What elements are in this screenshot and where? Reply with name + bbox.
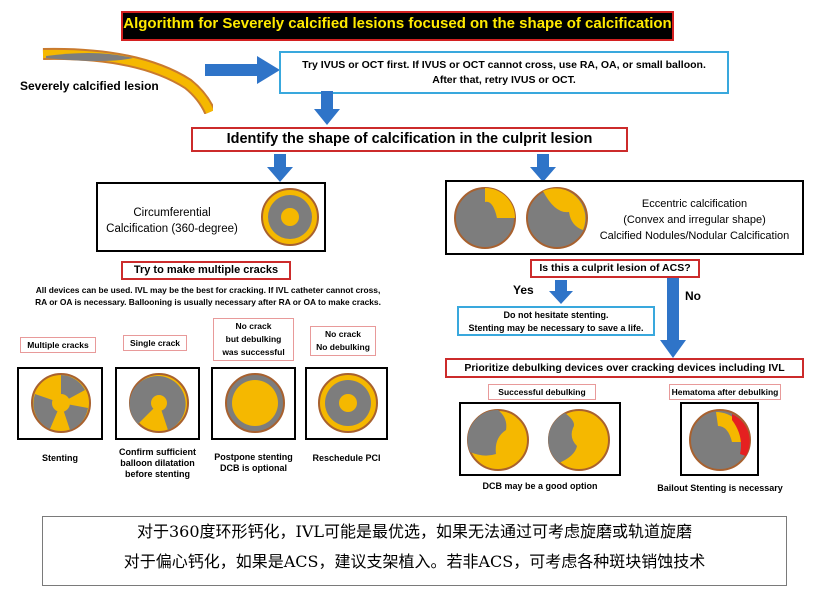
arrow-right-icon	[205, 56, 280, 84]
label-no-crack-debulking: No crack but debulking was successful	[213, 318, 294, 361]
chinese-summary-box: 对于360度环形钙化，IVL可能是最优选，如果无法通过可考虑旋磨或轨道旋磨 对于…	[42, 516, 787, 586]
outcome-single-crack	[115, 367, 200, 440]
acs-question-box: Is this a culprit lesion of ACS?	[530, 259, 700, 278]
debulked-eccentric-icon-2	[548, 409, 610, 471]
hesitate-line-1: Do not hesitate stenting.	[503, 310, 609, 320]
label-no-crack-1: No crack	[235, 321, 272, 331]
caption-confirm-1: Confirm sufficient	[118, 447, 196, 457]
hematoma-vessel-icon	[689, 409, 751, 471]
outcome-reschedule	[305, 367, 388, 440]
hematoma-box	[680, 402, 759, 476]
label-no-crack-2: but debulking	[225, 334, 282, 344]
chinese-line-1: 对于360度环形钙化，IVL可能是最优选，如果无法通过可考虑旋磨或轨道旋磨	[136, 522, 693, 541]
debulked-vessel-icon	[225, 373, 285, 433]
outcome-debulking-successful	[211, 367, 296, 440]
title-banner: Algorithm for Severely calcified lesions…	[121, 11, 674, 41]
caption-reschedule: Reschedule PCI	[300, 453, 393, 464]
label-no-crack-3: was successful	[222, 347, 285, 357]
eccentric-vessel-icon-2	[526, 187, 588, 249]
circ-line-2: Calcification (360-degree)	[106, 223, 238, 235]
devices-note: All devices can be used. IVL may be the …	[6, 284, 410, 308]
successful-debulking-box	[459, 402, 621, 476]
ecc-line-1: Eccentric calcification	[641, 198, 748, 210]
chinese-line-2: 对于偏心钙化，如果是ACS，建议支架植入。若非ACS，可考虑各种斑块销蚀技术	[123, 552, 706, 571]
undebulked-vessel-icon	[318, 373, 378, 433]
label-hematoma: Hematoma after debulking	[669, 384, 781, 400]
arrow-down-left-icon	[267, 154, 293, 182]
caption-dcb: DCB may be a good option	[482, 481, 598, 491]
caption-postpone-1: Postpone stenting	[214, 452, 293, 462]
identify-shape-box: Identify the shape of calcification in t…	[191, 127, 628, 152]
ecc-line-2: (Convex and irregular shape)	[623, 214, 766, 226]
caption-postpone-2: DCB is optional	[220, 463, 287, 473]
outcome-multiple-cracks	[17, 367, 103, 440]
lesion-label: Severely calcified lesion	[20, 79, 159, 93]
arrow-down-icon	[314, 91, 340, 125]
label-single-crack: Single crack	[123, 335, 187, 351]
hesitate-box: Do not hesitate stenting. Stenting may b…	[457, 306, 655, 336]
circumferential-box: Circumferential Calcification (360-degre…	[96, 182, 326, 252]
caption-confirm-2: balloon dilatation	[120, 458, 195, 468]
no-label: No	[685, 289, 701, 303]
label-no-debulk-2: No debulking	[316, 342, 370, 352]
single-crack-vessel-icon	[129, 373, 189, 433]
debulked-eccentric-icon-1	[467, 409, 529, 471]
ecc-line-3: Calcified Nodules/Nodular Calcification	[599, 230, 790, 242]
devices-note-line-1: All devices can be used. IVL may be the …	[35, 285, 381, 295]
multiple-cracks-vessel-icon	[31, 373, 91, 433]
caption-bailout: Bailout Stenting is necessary	[657, 483, 783, 493]
caption-reschedule-1: Reschedule PCI	[312, 453, 381, 463]
caption-stenting: Stenting	[17, 453, 103, 464]
eccentric-vessel-icon-1	[454, 187, 516, 249]
multiple-cracks-box: Try to make multiple cracks	[121, 261, 291, 280]
arrow-down-right-icon	[530, 154, 556, 182]
ivus-line-2: After that, retry IVUS or OCT.	[432, 74, 576, 86]
arrow-no-icon	[660, 278, 686, 358]
devices-note-line-2: RA or OA is necessary. Ballooning is usu…	[35, 297, 381, 307]
label-multiple-cracks: Multiple cracks	[20, 337, 96, 353]
eccentric-box: Eccentric calcification (Convex and irre…	[445, 180, 804, 255]
caption-confirm-3: before stenting	[124, 469, 190, 479]
ivus-line-1: Try IVUS or OCT first. If IVUS or OCT ca…	[302, 59, 706, 71]
ivus-oct-box: Try IVUS or OCT first. If IVUS or OCT ca…	[279, 51, 729, 94]
caption-postpone: Postpone stenting DCB is optional	[201, 452, 306, 474]
yes-label: Yes	[513, 283, 534, 297]
label-no-crack-no-debulking: No crack No debulking	[310, 326, 376, 356]
prioritize-box: Prioritize debulking devices over cracki…	[445, 358, 804, 378]
label-no-debulk-1: No crack	[325, 329, 361, 339]
circumferential-vessel-icon	[261, 188, 319, 246]
vessel-illustration-icon	[42, 47, 213, 114]
caption-confirm: Confirm sufficient balloon dilatation be…	[105, 447, 210, 480]
circ-line-1: Circumferential	[133, 207, 211, 219]
caption-stenting-1: Stenting	[42, 453, 78, 463]
label-successful-debulking: Successful debulking	[488, 384, 596, 400]
hesitate-line-2: Stenting may be necessary to save a life…	[468, 323, 644, 333]
arrow-yes-icon	[549, 280, 573, 304]
